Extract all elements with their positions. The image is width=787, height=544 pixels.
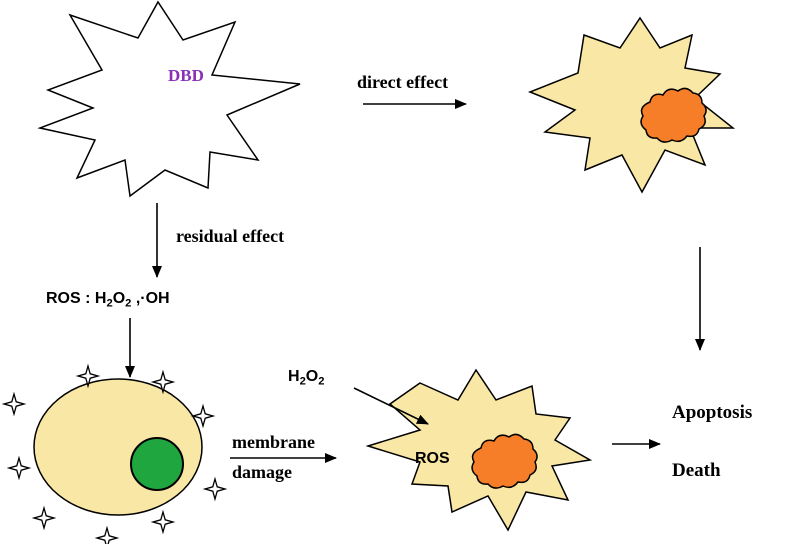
damage-label: damage [232,462,292,482]
h2o2-sub-1: 2 [299,375,306,388]
sparkle-icon [6,455,32,481]
sparkle-icon [202,476,228,502]
ros-species-sub-2: 2 [125,297,132,310]
ros-species-label: ROS : H2O2 ,·OH [46,290,170,309]
h2o2-sub-2: 2 [318,375,325,388]
sparkle-icon [150,509,176,535]
nucleus-orange-top [640,87,707,143]
arrow-h2o2-to-ros [353,387,429,425]
ros-in-cell-label: ROS [415,450,450,467]
ros-species-sub-1: 2 [106,297,113,310]
sparkle-icon [150,369,176,395]
h2o2-o: O [305,368,319,385]
ros-sparkles [1,363,228,544]
residual-effect-label: residual effect [176,226,285,246]
apoptosis-label: Apoptosis [672,402,753,423]
sparkle-icon [190,403,216,429]
ros-species-prefix: ROS : H [46,290,107,307]
sparkle-icon [1,391,27,417]
ros-species-o: O [112,290,126,307]
death-label: Death [672,460,721,481]
nucleus-green [130,437,184,491]
damaged-cell-top [527,16,736,194]
dbd-label: DBD [168,66,204,85]
dbd-starburst [37,0,301,198]
sparkle-icon [94,525,120,544]
sparkle-icon [31,505,57,531]
nucleus-orange-bottom [471,433,538,489]
h2o2-label: H2O2 [288,368,324,387]
sparkle-icon [75,363,101,389]
membrane-label: membrane [232,432,315,452]
h2o2-h: H [288,368,300,385]
direct-effect-label: direct effect [357,72,449,92]
ros-species-suffix: ,·OH [131,290,170,307]
